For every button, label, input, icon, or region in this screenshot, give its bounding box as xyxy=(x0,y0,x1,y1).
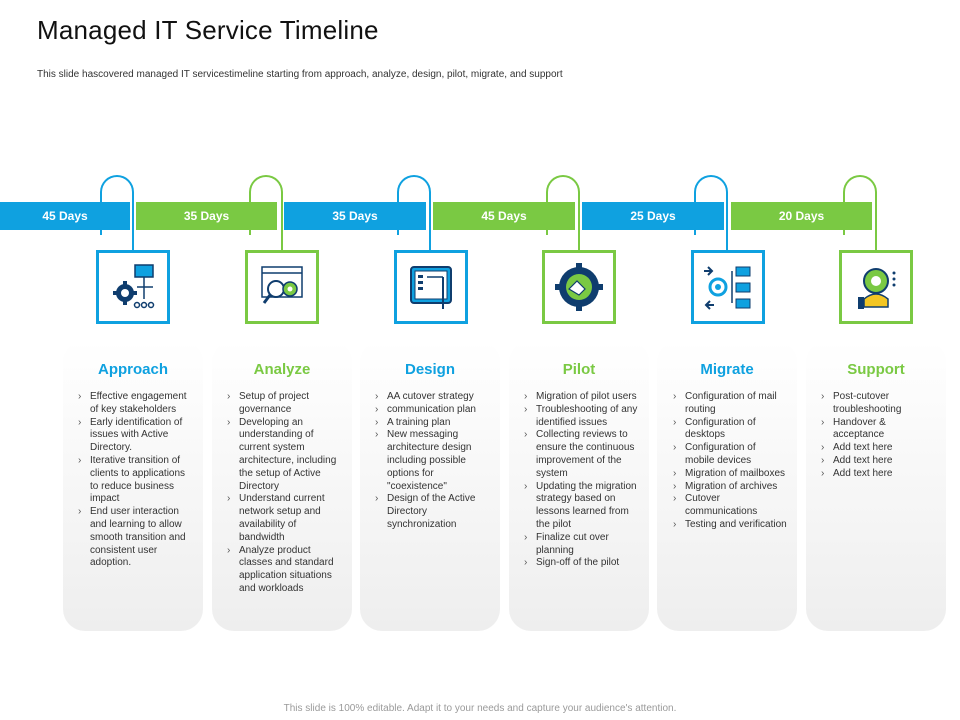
handshake-gear-icon xyxy=(542,250,616,324)
list-item: Troubleshooting of any identified issues xyxy=(522,404,638,430)
list-item: Understand current network setup and ava… xyxy=(225,493,341,544)
phase-card-support xyxy=(806,340,946,631)
connector-loop-1 xyxy=(100,175,134,235)
footer-note: This slide is 100% editable. Adapt it to… xyxy=(283,703,677,714)
gear-flowchart-icon xyxy=(96,250,170,324)
phase-title-analyze: Analyze xyxy=(253,361,311,378)
list-item: A training plan xyxy=(373,417,489,430)
connector-line-4 xyxy=(578,203,580,251)
list-item: End user interaction and learning to all… xyxy=(76,506,192,570)
bullet-list-pilot: Migration of pilot users Troubleshooting… xyxy=(522,391,638,570)
list-item: Configuration of mail routing xyxy=(671,391,787,417)
list-item: Early identification of issues with Acti… xyxy=(76,417,192,455)
duration-band-2: 35 Days xyxy=(136,202,277,230)
list-item: Updating the migration strategy based on… xyxy=(522,481,638,532)
list-item: Migration of archives xyxy=(671,481,787,494)
connector-loop-3 xyxy=(397,175,431,235)
slide-title: Managed IT Service Timeline xyxy=(37,15,379,45)
phase-title-approach: Approach xyxy=(97,361,168,378)
list-item: Finalize cut over planning xyxy=(522,532,638,558)
phase-title-pilot: Pilot xyxy=(562,361,596,378)
connector-line-3 xyxy=(429,203,431,251)
slide-subtitle: This slide hascovered managed IT service… xyxy=(37,69,563,80)
bullet-list-migrate: Configuration of mail routing Configurat… xyxy=(671,391,787,532)
connector-loop-5 xyxy=(694,175,728,235)
list-item: New messaging architecture design includ… xyxy=(373,429,489,493)
design-tablet-icon xyxy=(394,250,468,324)
list-item: Migration of pilot users xyxy=(522,391,638,404)
list-item: Cutover communications xyxy=(671,493,787,519)
phase-title-migrate: Migrate xyxy=(700,361,754,378)
phase-title-design: Design xyxy=(404,361,455,378)
connector-loop-4 xyxy=(546,175,580,235)
list-item: Design of the Active Directory synchroni… xyxy=(373,493,489,531)
connector-loop-6 xyxy=(843,175,877,235)
bullet-list-analyze: Setup of project governance Developing a… xyxy=(225,391,341,596)
magnifier-gear-icon xyxy=(245,250,319,324)
list-item: Configuration of desktops xyxy=(671,417,787,443)
list-item: Post-cutover troubleshooting xyxy=(819,391,935,417)
phase-title-support: Support xyxy=(847,361,905,378)
list-item: Add text here xyxy=(819,455,935,468)
list-item: AA cutover strategy xyxy=(373,391,489,404)
list-item: Effective engagement of key stakeholders xyxy=(76,391,192,417)
list-item: Add text here xyxy=(819,442,935,455)
list-item: Developing an understanding of current s… xyxy=(225,417,341,494)
bullet-list-support: Post-cutover troubleshooting Handover & … xyxy=(819,391,935,481)
list-item: Migration of mailboxes xyxy=(671,468,787,481)
connector-loop-2 xyxy=(249,175,283,235)
list-item: communication plan xyxy=(373,404,489,417)
connector-line-5 xyxy=(726,203,728,251)
list-item: Configuration of mobile devices xyxy=(671,442,787,468)
list-item: Analyze product classes and standard app… xyxy=(225,545,341,596)
bullet-list-design: AA cutover strategy communication plan A… xyxy=(373,391,489,532)
list-item: Iterative transition of clients to appli… xyxy=(76,455,192,506)
list-item: Collecting reviews to ensure the continu… xyxy=(522,429,638,480)
list-item: Testing and verification xyxy=(671,519,787,532)
bullet-list-approach: Effective engagement of key stakeholders… xyxy=(76,391,192,570)
connector-line-2 xyxy=(281,203,283,251)
list-item: Sign-off of the pilot xyxy=(522,557,638,570)
list-item: Add text here xyxy=(819,468,935,481)
duration-band-1: 45 Days xyxy=(0,202,130,230)
gear-folders-icon xyxy=(691,250,765,324)
connector-line-1 xyxy=(132,203,134,251)
connector-line-6 xyxy=(875,203,877,251)
list-item: Setup of project governance xyxy=(225,391,341,417)
list-item: Handover & acceptance xyxy=(819,417,935,443)
support-gear-icon xyxy=(839,250,913,324)
